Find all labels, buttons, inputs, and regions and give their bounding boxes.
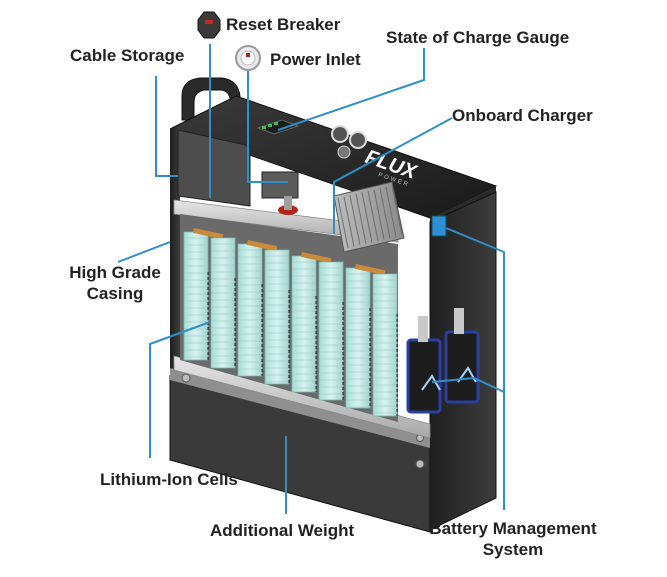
cell-stack	[183, 228, 224, 361]
callout-line-bms-branch	[431, 376, 505, 393]
callout-line-cells	[149, 321, 211, 458]
power-inlet-icon	[235, 45, 261, 71]
bms-wire	[421, 374, 441, 391]
reset-breaker-module	[261, 171, 299, 199]
label-state-of-charge-gauge: State of Charge Gauge	[386, 28, 570, 47]
soc-led	[268, 124, 272, 127]
bolt	[415, 459, 425, 469]
cell-stack	[372, 273, 398, 417]
soc-led	[274, 122, 278, 125]
heatsink-fin	[337, 197, 349, 249]
weight-top	[170, 368, 430, 448]
heatsink-fin	[367, 190, 379, 242]
cell-stack	[237, 239, 278, 377]
cell-stack	[264, 249, 290, 385]
bms-clip	[454, 308, 464, 334]
callout-line-bms	[445, 227, 505, 510]
label-reset-breaker: Reset Breaker	[226, 15, 341, 34]
heatsink-fin	[355, 193, 367, 244]
soc-led	[262, 126, 266, 129]
cable-storage-box	[177, 129, 251, 207]
heatsink-fin	[373, 189, 385, 240]
cell-stack	[345, 264, 386, 409]
label-power-inlet: Power Inlet	[270, 50, 361, 69]
label-cable-storage: Cable Storage	[70, 46, 185, 65]
lithium-ion-cells	[183, 228, 398, 417]
cell-stack	[210, 237, 236, 369]
label-high-grade-casing: High Grade Casing	[60, 262, 170, 304]
terminal-post	[284, 196, 292, 210]
reset-breaker-icon	[197, 11, 221, 39]
label-onboard-charger: Onboard Charger	[452, 106, 593, 125]
callout-line-power-inlet	[247, 70, 288, 183]
heatsink-fin	[391, 185, 403, 236]
bms-clip	[418, 316, 428, 342]
label-high-grade-casing-line1: High Grade	[69, 263, 161, 282]
heatsink-fin	[349, 195, 361, 246]
label-bms-line2: System	[482, 540, 544, 559]
callout-line-casing	[117, 241, 171, 263]
bms-board-left	[406, 338, 442, 414]
heatsink-fin	[343, 196, 355, 247]
callout-line-onboard-charger	[333, 117, 453, 234]
bms-board-right	[444, 330, 480, 404]
bms-boards	[406, 215, 480, 414]
label-additional-weight: Additional Weight	[210, 521, 355, 540]
label-bms-line1: Battery Management	[429, 519, 597, 538]
top-connector	[349, 131, 367, 149]
callout-lines	[117, 44, 505, 514]
label-high-grade-casing-line2: Casing	[86, 284, 144, 303]
cell-stack	[318, 261, 344, 401]
bms-connector	[431, 215, 447, 237]
heatsink-fin	[361, 192, 373, 243]
bolt	[181, 373, 191, 383]
cell-stack	[291, 251, 332, 393]
callout-line-soc-gauge	[277, 48, 425, 131]
top-connector	[337, 145, 351, 159]
heatsink-fins	[337, 185, 403, 249]
top-connector	[331, 125, 349, 143]
heatsink-fin	[385, 186, 397, 237]
heatsink-fin	[379, 188, 391, 239]
label-battery-management-system: Battery Management System	[418, 518, 608, 560]
callout-line-cable-storage	[155, 76, 178, 177]
label-lithium-ion-cells: Lithium-Ion Cells	[100, 470, 238, 489]
